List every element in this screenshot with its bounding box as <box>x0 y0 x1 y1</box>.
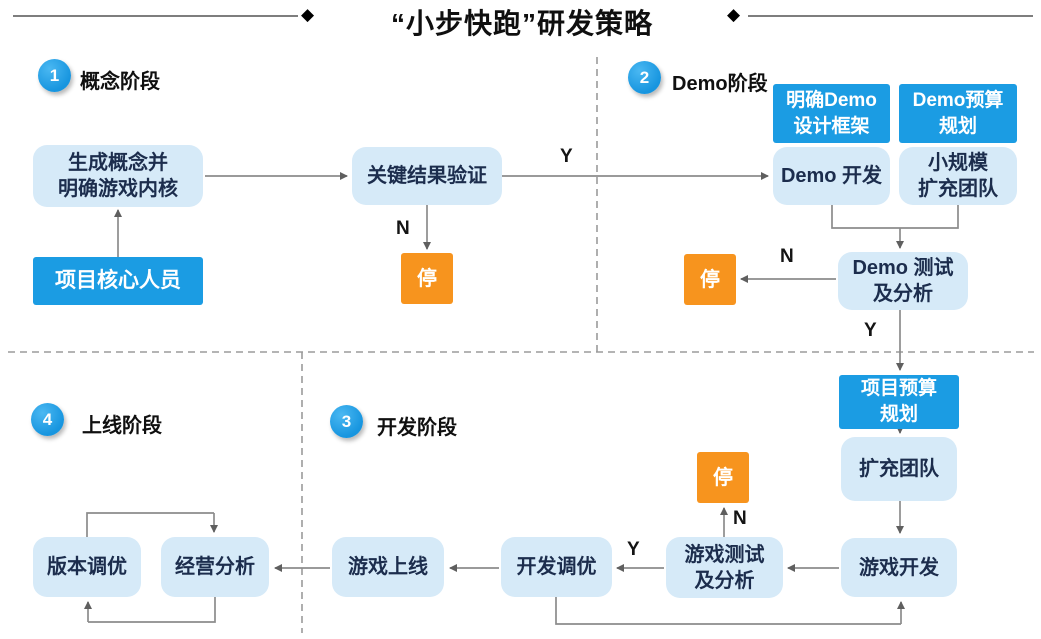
node-game-dev: 游戏开发 <box>841 538 957 597</box>
label-no-demotest: N <box>780 246 794 267</box>
node-stop-1: 停 <box>401 253 453 304</box>
diamond-icon: ◆ <box>301 5 315 24</box>
node-expand-team: 扩充团队 <box>841 437 957 501</box>
node-project-budget: 项目预算 规划 <box>839 375 959 429</box>
phase-2-label: Demo阶段 <box>672 73 768 95</box>
node-stop-3: 停 <box>697 452 749 503</box>
phase-4-badge: 4 <box>31 403 64 436</box>
label-yes-keyresult: Y <box>560 146 573 167</box>
loop-versiontune-to-opanalysis <box>86 512 214 537</box>
node-demo-test: Demo 测试 及分析 <box>838 252 968 310</box>
node-small-team: 小规模 扩充团队 <box>899 147 1017 205</box>
phase-1-badge: 1 <box>38 59 71 92</box>
bracket-demodev-smallteam <box>831 205 959 229</box>
node-demo-dev: Demo 开发 <box>773 147 890 205</box>
section-dividers <box>8 57 1034 633</box>
node-stop-2: 停 <box>684 254 736 305</box>
label-yes-demotest: Y <box>864 320 877 341</box>
loop-devtune-to-gamedev <box>555 597 901 625</box>
node-op-analysis: 经营分析 <box>161 537 269 597</box>
phase-4-label: 上线阶段 <box>82 415 162 437</box>
label-yes-gametest: Y <box>627 539 640 560</box>
phase-3-label: 开发阶段 <box>377 417 457 439</box>
label-no-gametest: N <box>733 508 747 529</box>
title-rule-right <box>748 15 1033 17</box>
phase-1-label: 概念阶段 <box>80 71 160 93</box>
phase-3-badge: 3 <box>330 405 363 438</box>
label-no-keyresult: N <box>396 218 410 239</box>
node-demo-frame: 明确Demo 设计框架 <box>773 84 890 143</box>
node-game-launch: 游戏上线 <box>332 537 444 597</box>
title-rule-left <box>13 15 298 17</box>
node-core-team: 项目核心人员 <box>33 257 203 305</box>
node-key-result: 关键结果验证 <box>352 147 502 205</box>
loop-opanalysis-to-versiontune <box>88 597 216 623</box>
page-title: “小步快跑”研发策略 <box>390 8 653 39</box>
node-game-test: 游戏测试 及分析 <box>666 537 783 598</box>
diamond-icon: ◆ <box>727 5 741 24</box>
node-concept: 生成概念并 明确游戏内核 <box>33 145 203 207</box>
node-dev-tune: 开发调优 <box>501 537 612 597</box>
flow-arrows <box>84 172 959 625</box>
phase-2-badge: 2 <box>628 61 661 94</box>
node-demo-budget: Demo预算 规划 <box>899 84 1017 143</box>
node-version-tune: 版本调优 <box>33 537 141 597</box>
